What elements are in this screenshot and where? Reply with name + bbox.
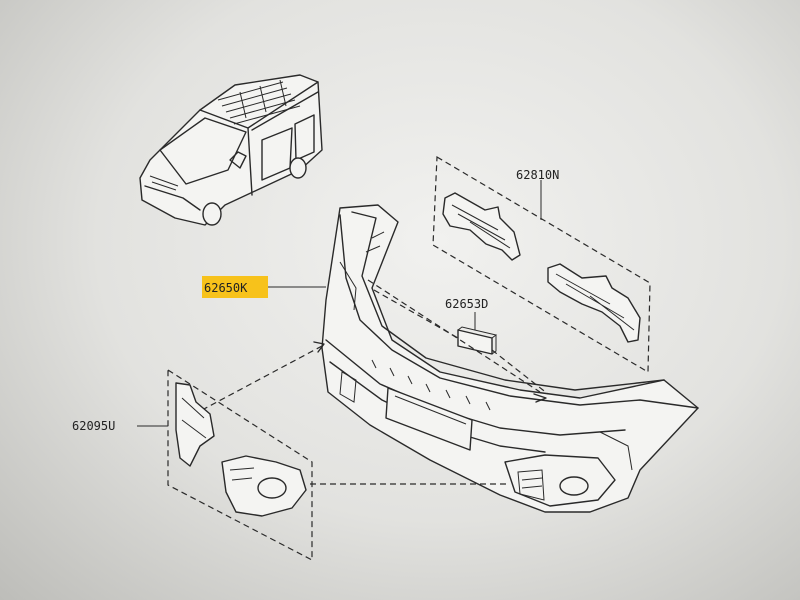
guide-line-foam-to-bumper — [491, 349, 549, 395]
guide-line-fog-bracket-upper — [201, 345, 323, 411]
left-bracket-part — [442, 192, 521, 261]
fog-bracket-group-box — [167, 368, 313, 561]
callout-62653D: 62653D — [445, 297, 488, 311]
bracket-group-box — [432, 155, 651, 374]
arrow-head-left — [313, 341, 325, 353]
fog-bracket-left-part — [175, 382, 215, 467]
callout-62095U: 62095U — [72, 419, 115, 433]
right-bracket-part — [547, 263, 641, 343]
callout-highlight — [202, 276, 268, 298]
foam-block-part — [457, 326, 498, 355]
callout-62810N: 62810N — [516, 168, 559, 182]
callout-62650K: 62650K — [204, 281, 248, 295]
van-illustration — [139, 74, 323, 226]
guide-line-bracket — [367, 279, 541, 393]
arrow-head-upper — [533, 393, 547, 403]
fog-bracket-right-part — [221, 455, 307, 517]
front-bumper-part — [321, 204, 699, 513]
